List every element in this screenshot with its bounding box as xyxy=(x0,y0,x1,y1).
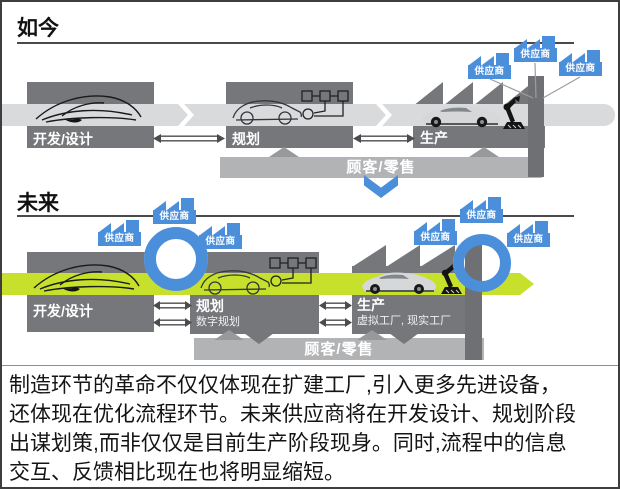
double-arrow-icon xyxy=(319,301,352,310)
future-factory-roof-icon xyxy=(352,245,455,267)
section-rule-future xyxy=(17,215,574,217)
supplier-factory-icon: 供应商 xyxy=(460,197,503,223)
caption-line: 还体现在优化流程环节。未来供应商将在开发设计、规划阶段 xyxy=(9,403,576,426)
double-arrow-icon xyxy=(153,318,192,327)
supplier-factory-icon: 供应商 xyxy=(559,50,602,76)
supplier-factory-icon: 供应商 xyxy=(153,198,196,224)
future-planning-sublabel: 数字规划 xyxy=(196,316,240,328)
robot-arm-icon xyxy=(503,96,525,129)
section-rule-now xyxy=(17,42,574,44)
supplier-label: 供应商 xyxy=(414,231,457,245)
bar-connector-up-icon xyxy=(269,147,299,157)
section-title-now: 如今 xyxy=(17,17,59,40)
planning-car-outline-icon xyxy=(232,100,302,125)
future-planning-label: 规划 xyxy=(196,298,224,314)
supplier-label: 供应商 xyxy=(199,235,242,249)
bar-connector-up-icon xyxy=(357,330,387,340)
bar-connector-down-icon xyxy=(389,333,419,344)
now-supplier-column-foot xyxy=(528,157,544,177)
supplier-factory-icon: 供应商 xyxy=(199,223,242,249)
now-dev-design-label: 开发/设计 xyxy=(33,131,93,147)
now-factory-roof-icon xyxy=(413,82,533,106)
supplier-label: 供应商 xyxy=(514,48,557,62)
now-supplier-column xyxy=(528,76,544,177)
section-title-future: 未来 xyxy=(17,192,59,215)
production-car-icon xyxy=(362,272,436,294)
supplier-factory-icon: 供应商 xyxy=(468,53,511,79)
double-arrow-icon xyxy=(353,134,415,143)
now-planning-label: 规划 xyxy=(232,131,260,147)
caption-line: 制造环节的革命不仅仅体现在扩建工厂,引入更多先进设备， xyxy=(9,374,561,397)
future-production-sublabel: 虚拟工厂, 现实工厂 xyxy=(357,315,452,327)
concept-car-sketch-icon xyxy=(35,95,142,123)
concept-car-sketch-icon xyxy=(33,264,140,292)
supplier-label: 供应商 xyxy=(507,233,550,247)
bar-connector-up-icon xyxy=(214,330,244,340)
now-production-label: 生产 xyxy=(420,130,448,146)
caption-line: 出谋划策,而非仅仅是目前生产阶段现身。同时,流程中的信息 xyxy=(9,432,567,455)
supplier-label: 供应商 xyxy=(468,65,511,79)
bar-connector-up-icon xyxy=(469,147,499,157)
supplier-label: 供应商 xyxy=(153,210,196,224)
supplier-factory-icon: 供应商 xyxy=(514,36,557,62)
future-customer-retail-label: 顾客/零售 xyxy=(304,340,374,358)
supplier-label: 供应商 xyxy=(98,232,141,246)
now-customer-retail-label: 顾客/零售 xyxy=(346,159,416,176)
planning-car-outline-icon xyxy=(200,270,270,295)
future-production-label: 生产 xyxy=(357,297,385,313)
double-arrow-icon xyxy=(153,134,225,143)
supplier-label: 供应商 xyxy=(559,62,602,76)
supplier-factory-icon: 供应商 xyxy=(507,221,550,247)
future-supplier-column-foot xyxy=(465,338,482,360)
process-flowchart-icon xyxy=(301,90,349,120)
supplier-connector-lines xyxy=(489,62,581,99)
future-customer-retail-bar: 顾客/零售 xyxy=(194,338,484,360)
double-arrow-icon xyxy=(153,301,192,310)
now-customer-retail-bar: 顾客/零售 xyxy=(220,157,542,178)
supplier-factory-icon: 供应商 xyxy=(414,219,457,245)
double-arrow-icon xyxy=(319,318,352,327)
production-car-icon xyxy=(422,105,500,128)
bar-connector-down-icon xyxy=(244,333,274,344)
down-chevron-icon xyxy=(364,175,398,198)
supplier-factory-icon: 供应商 xyxy=(98,220,141,246)
caption-block: 制造环节的革命不仅仅体现在扩建工厂,引入更多先进设备， 还体现在优化流程环节。未… xyxy=(2,365,618,487)
supplier-cycle-ring-icon xyxy=(453,234,511,292)
future-dev-design-label: 开发/设计 xyxy=(33,303,93,319)
caption-line: 交互、反馈相比现在也将明显缩短。 xyxy=(9,461,345,484)
supplier-label: 供应商 xyxy=(460,209,503,223)
process-flowchart-icon xyxy=(269,257,317,287)
